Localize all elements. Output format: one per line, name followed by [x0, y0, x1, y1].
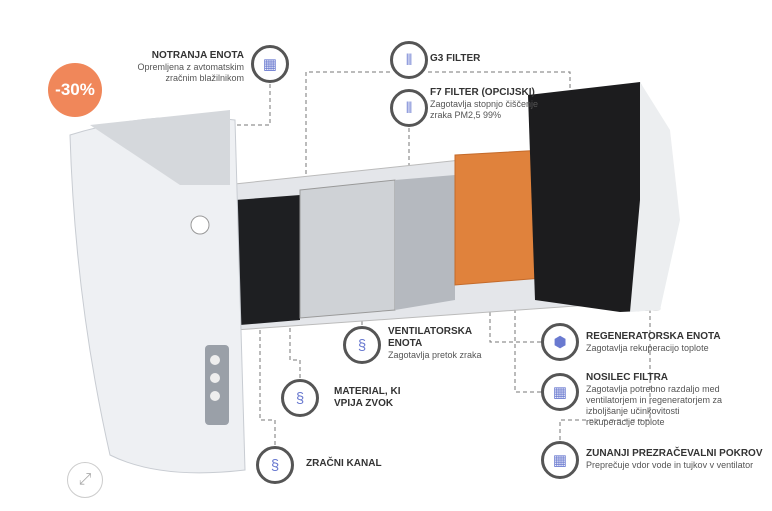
filter-holder — [395, 175, 455, 310]
air-channel — [235, 195, 300, 325]
filter-icon: ⦀ — [390, 41, 428, 79]
cells-icon: ⬢ — [541, 323, 579, 361]
callout-f7-filter: F7 FILTER (OPCIJSKI)Zagotavlja stopnjo č… — [430, 87, 539, 120]
grid-icon: ▦ — [541, 441, 579, 479]
callout-material: MATERIAL, KI VPIJA ZVOK — [334, 386, 401, 409]
heat-waves-icon: § — [256, 446, 294, 484]
control-panel — [205, 345, 229, 425]
callout-zracni-kanal: ZRAČNI KANAL — [306, 458, 382, 469]
grid-icon: ▦ — [541, 373, 579, 411]
outer-end-plate — [528, 82, 670, 312]
callout-g3-filter: G3 FILTER — [430, 53, 481, 64]
fan-unit — [299, 179, 396, 319]
outer-vent-cover — [630, 82, 680, 312]
heat-waves-icon: § — [343, 326, 381, 364]
expand-arrows-icon: ⤢ — [78, 471, 92, 488]
filter-icon: ⦀ — [390, 89, 428, 127]
expand-image-button[interactable]: ⤢ — [67, 462, 103, 498]
discount-badge: -30% — [48, 63, 102, 117]
grid-icon: ▦ — [251, 45, 289, 83]
air-damper — [190, 215, 210, 235]
heat-waves-icon: § — [281, 379, 319, 417]
indoor-grille — [90, 110, 230, 185]
